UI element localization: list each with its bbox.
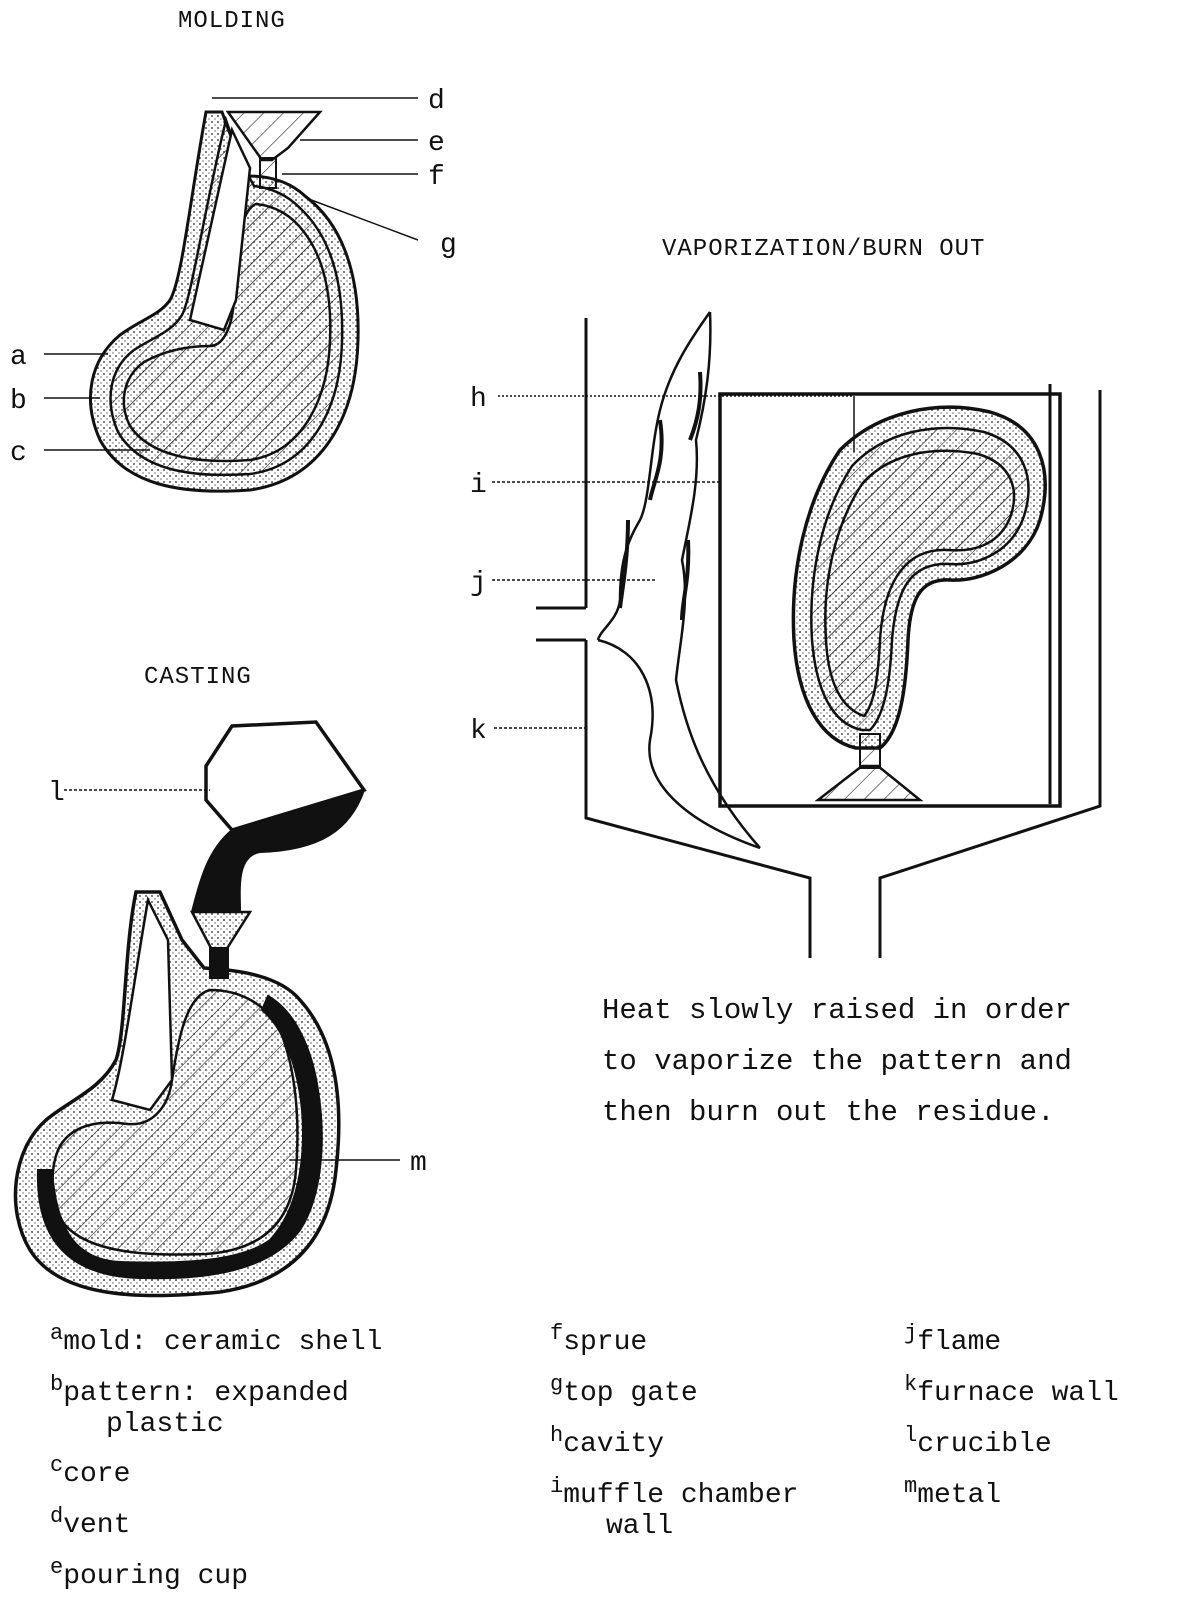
legend-letter: k [904,1372,917,1397]
legend-column-3: jflame kfurnace wall lcrucible mmetal [904,1328,1119,1532]
legend-column-2: fsprue gtop gate hcavity imuffle chamber… [550,1328,798,1562]
legend-text: sprue [563,1327,647,1358]
label-h: h [470,384,487,415]
legend-letter: l [904,1423,917,1448]
legend-text: top gate [563,1378,697,1409]
inverted-pouring-cup [818,766,920,800]
legend-item-m: mmetal [904,1481,1119,1512]
note-line-3: then burn out the residue. [602,1087,1162,1138]
legend-item-k: kfurnace wall [904,1379,1119,1410]
legend-text: crucible [917,1429,1051,1460]
note-line-2: to vaporize the pattern and [602,1036,1162,1087]
legend-item-e: epouring cup [50,1562,382,1593]
label-a: a [10,342,27,373]
legend-text-continued: plastic [50,1410,382,1440]
legend-text-continued: wall [550,1512,798,1542]
legend-item-d: dvent [50,1511,382,1542]
legend-text: pattern: expanded [63,1378,349,1409]
legend-item-l: lcrucible [904,1430,1119,1461]
legend-letter: g [550,1372,563,1397]
molding-diagram: d e f g a b c [10,86,457,491]
legend-text: vent [63,1510,130,1541]
label-b: b [10,386,27,417]
legend-text: pouring cup [63,1561,248,1592]
legend-item-h: hcavity [550,1430,798,1461]
legend-letter: i [550,1474,563,1499]
legend-item-c: ccore [50,1460,382,1491]
legend-item-g: gtop gate [550,1379,798,1410]
legend-text: core [63,1459,130,1490]
casting-diagram [15,722,400,1296]
legend-letter: a [50,1321,63,1346]
legend-text: flame [917,1327,1001,1358]
legend-text: furnace wall [917,1378,1119,1409]
label-i: i [470,470,487,501]
label-f: f [428,162,445,193]
legend-item-j: jflame [904,1328,1119,1359]
legend-text: muffle chamber [563,1480,798,1511]
label-m: m [410,1148,427,1179]
legend-letter: b [50,1372,63,1397]
process-note: Heat slowly raised in order to vaporize … [602,985,1162,1138]
label-g: g [440,230,457,261]
label-d: d [428,86,445,117]
legend-letter: m [904,1474,917,1499]
legend-letter: e [50,1555,63,1580]
label-e: e [428,128,445,159]
label-l: l [48,778,65,809]
label-j: j [470,568,487,599]
legend-letter: f [550,1321,563,1346]
note-line-1: Heat slowly raised in order [602,985,1162,1036]
legend-letter: j [904,1321,917,1346]
legend-letter: d [50,1504,63,1529]
legend-text: cavity [563,1429,664,1460]
legend-text: metal [917,1480,1001,1511]
legend-text: mold: ceramic shell [63,1327,382,1358]
legend-letter: h [550,1423,563,1448]
molding-sprue [260,158,276,188]
legend-item-f: fsprue [550,1328,798,1359]
label-k: k [470,716,487,747]
legend-item-a: amold: ceramic shell [50,1328,382,1359]
label-c: c [10,438,27,469]
legend-letter: c [50,1453,63,1478]
vaporization-diagram [492,312,1100,958]
